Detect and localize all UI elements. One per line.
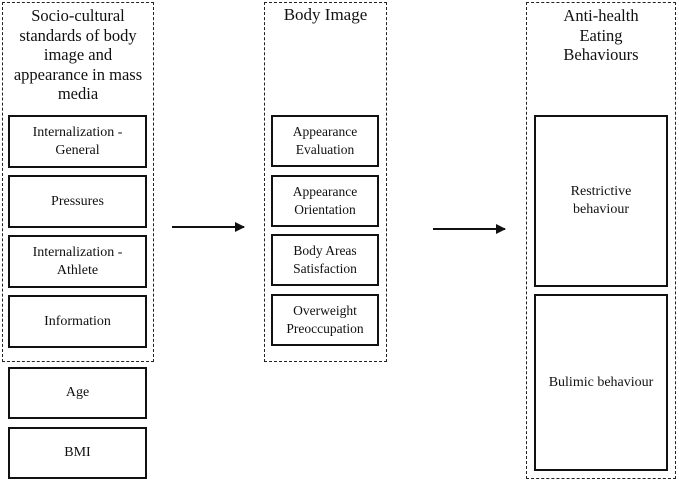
box-restrictive-behaviour: Restrictive behaviour [534,115,668,287]
group-sociocultural-standards: Socio-cultural standards of body image a… [2,2,154,362]
group-eating-behaviours: Anti-health Eating Behaviours [526,2,676,479]
box-appearance-orientation: Appearance Orientation [271,175,379,227]
box-body-areas-satisfaction: Body Areas Satisfaction [271,234,379,286]
group-body-image-title: Body Image [283,5,368,24]
box-internalization-general: Internalization - General [8,115,147,168]
box-appearance-evaluation: Appearance Evaluation [271,115,379,167]
box-internalization-athlete: Internalization - Athlete [8,235,147,288]
box-information: Information [8,295,147,348]
box-bulimic-behaviour: Bulimic behaviour [534,294,668,471]
box-bmi: BMI [8,427,147,479]
box-age: Age [8,367,147,419]
box-overweight-preoccupation: Overweight Preoccupation [271,294,379,346]
group-sociocultural-title: Socio-cultural standards of body image a… [13,6,143,103]
group-body-image: Body Image [264,2,387,362]
group-eating-title: Anti-health Eating Behaviours [563,6,639,64]
box-pressures: Pressures [8,175,147,228]
